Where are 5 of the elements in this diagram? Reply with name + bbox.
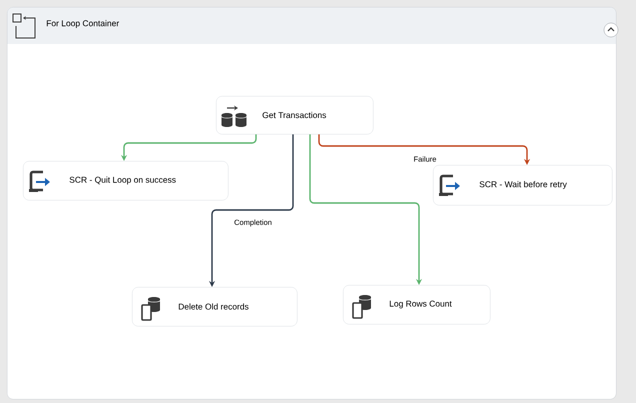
task-box: Delete Old records <box>132 287 298 326</box>
task-box: Log Rows Count <box>343 285 490 324</box>
task-box: Get Transactions <box>216 96 374 134</box>
task-box: SCR - Wait before retry <box>433 165 612 206</box>
task-box: SCR - Quit Loop on success <box>23 161 228 200</box>
